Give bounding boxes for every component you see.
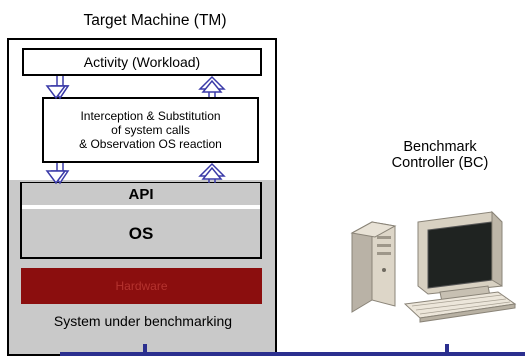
- down-arrow-icon: [45, 76, 70, 100]
- activity-box: Activity (Workload): [22, 48, 262, 76]
- network-line: [60, 352, 525, 356]
- interception-line: of system calls: [111, 123, 190, 137]
- up-arrow-icon: [198, 75, 226, 97]
- interception-line: & Observation OS reaction: [79, 137, 222, 151]
- benchmark-controller-network-link: [445, 344, 449, 356]
- up-arrow-icon: [198, 162, 226, 183]
- os-label: OS: [128, 223, 154, 243]
- down-arrow-icon: [45, 163, 70, 185]
- api-label: API: [22, 183, 260, 205]
- target-machine-network-link: [143, 344, 147, 356]
- interception-box: Interception & Substitution of system ca…: [42, 97, 259, 163]
- hardware-box: Hardware: [21, 268, 262, 304]
- interception-line: Interception & Substitution: [80, 109, 221, 123]
- benchmark-controller-label: Benchmark Controller (BC): [380, 139, 500, 171]
- bc-label-line: Benchmark: [403, 139, 477, 155]
- system-under-benchmarking-label: System under benchmarking: [53, 313, 233, 329]
- api-os-divider: [22, 205, 260, 209]
- target-machine-title: Target Machine (TM): [83, 12, 227, 29]
- bc-label-line: Controller (BC): [391, 155, 489, 171]
